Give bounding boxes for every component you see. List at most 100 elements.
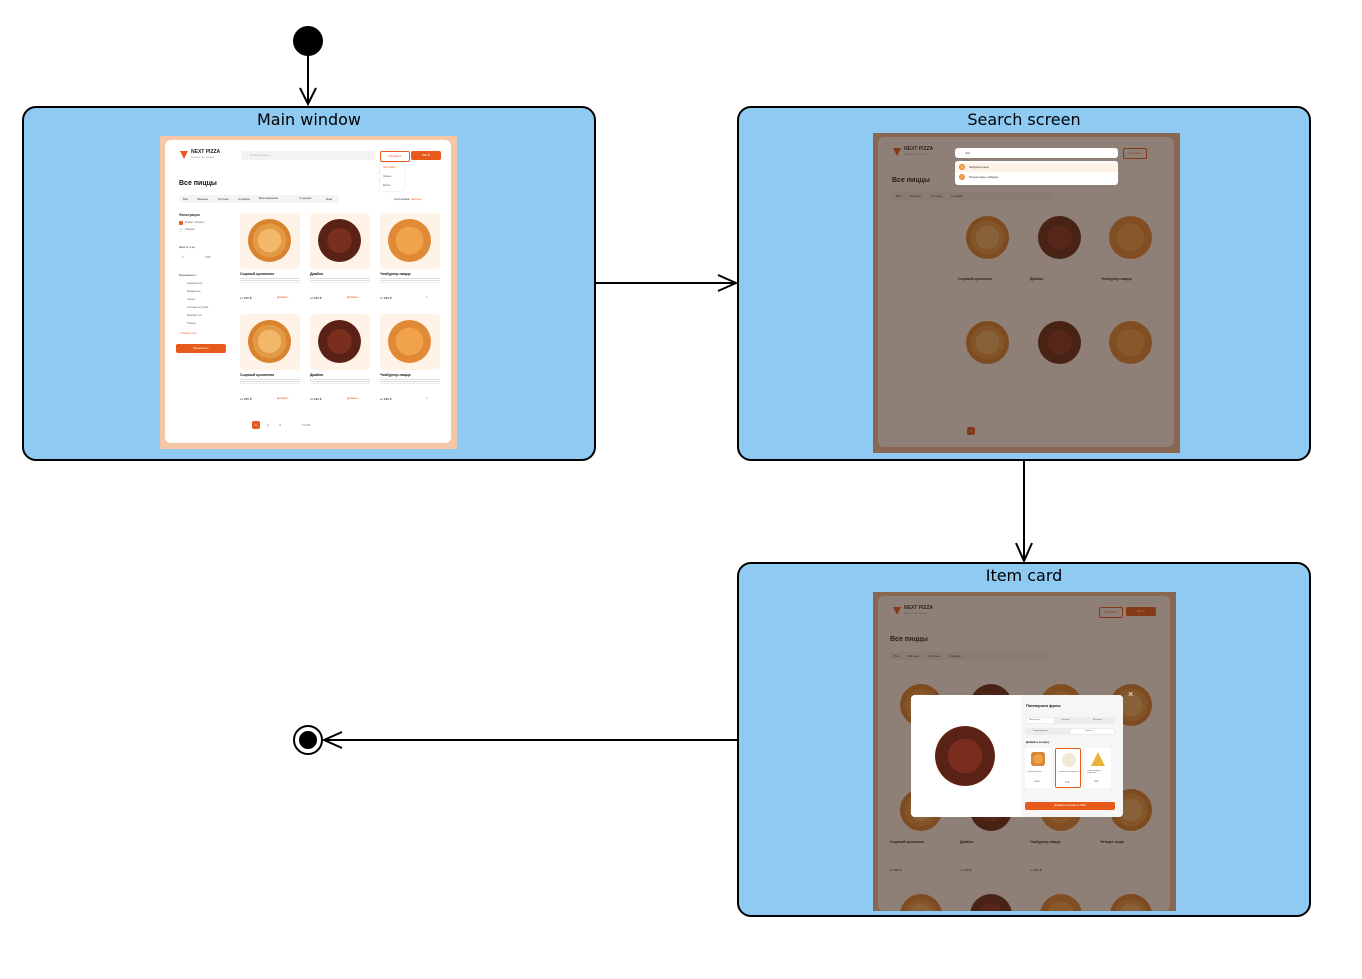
pizza-image bbox=[318, 320, 361, 363]
search-result-highlight bbox=[955, 163, 1118, 172]
ingredient-item[interactable]: Моцарелла bbox=[187, 290, 201, 293]
brand-name: NEXT PIZZA bbox=[191, 149, 221, 155]
ingredient-item[interactable]: Чеснок bbox=[187, 298, 196, 301]
ingredient-item[interactable]: Красный лук bbox=[187, 314, 202, 317]
add-button[interactable]: Добавить bbox=[347, 296, 359, 299]
pagination-page[interactable]: 3 bbox=[279, 423, 281, 427]
search-placeholder: Поиск пиццы... bbox=[250, 153, 271, 157]
addon-name: Сливочная моцарелла bbox=[1058, 771, 1080, 773]
state-title: Main window bbox=[257, 110, 361, 129]
show-all-link[interactable]: + Показать все bbox=[179, 332, 197, 335]
category-more[interactable]: Ещё bbox=[326, 197, 333, 201]
modal-pizza-image bbox=[935, 726, 995, 786]
filter-checkbox[interactable] bbox=[179, 221, 183, 225]
pizza-image bbox=[388, 219, 431, 262]
category-bar: Все Мясные Острые Сладкие Вегетарианские… bbox=[179, 195, 339, 203]
addon-price: 179 ₽ bbox=[1034, 781, 1040, 783]
search-query: Чиз bbox=[965, 151, 971, 155]
size-selected-bg bbox=[1026, 718, 1054, 723]
ingredient-item[interactable]: Томаты bbox=[187, 322, 196, 325]
cart-price: 520 ₽ bbox=[422, 153, 430, 157]
product-description bbox=[310, 278, 370, 284]
category-spicy[interactable]: Острые bbox=[218, 197, 229, 201]
product-price: от 399 ₽ bbox=[380, 296, 392, 300]
size-option[interactable]: Большая bbox=[1093, 718, 1103, 721]
result-thumbnail bbox=[959, 164, 965, 170]
state-main-window: Main window NEXT PIZZA вкуснее уже некуд… bbox=[22, 106, 596, 461]
product-price: от 449 ₽ bbox=[310, 397, 322, 401]
menu-item-orders[interactable]: Заказы bbox=[383, 175, 392, 178]
quantity-value[interactable]: 2 bbox=[426, 397, 428, 400]
addon-card[interactable]: Сыры чеддер и пармезан 79 ₽ bbox=[1085, 748, 1111, 788]
addon-name: Сыры чеддер и пармезан bbox=[1087, 770, 1102, 774]
product-description bbox=[240, 278, 300, 284]
close-icon[interactable]: × bbox=[1128, 689, 1134, 699]
ingredient-item[interactable]: Сырный соус bbox=[187, 282, 203, 285]
search-result[interactable]: Острые пиццы чизбургер bbox=[969, 176, 999, 179]
price-to[interactable]: 1000 bbox=[205, 256, 211, 259]
search-overlay[interactable] bbox=[873, 133, 1180, 453]
apply-button[interactable]: Применить bbox=[176, 344, 226, 353]
price-from[interactable]: 0 bbox=[182, 256, 184, 259]
search-input[interactable]: Чиз bbox=[955, 148, 1118, 158]
product-name: Сырный цыпленок bbox=[240, 272, 275, 276]
menu-item-logout[interactable]: Выйти bbox=[383, 184, 391, 187]
category-veg[interactable]: Вегетарианские bbox=[259, 197, 279, 200]
addons-title: Добавить по вкусу bbox=[1026, 741, 1050, 744]
pizza-image bbox=[248, 320, 291, 363]
category-meat[interactable]: Мясные bbox=[197, 197, 209, 201]
addon-image bbox=[1031, 752, 1045, 766]
product-name: Чизбургер-пицца bbox=[380, 272, 411, 276]
pagination-info: 5 из 65 bbox=[302, 424, 311, 427]
state-title: Search screen bbox=[967, 110, 1081, 129]
profile-dropdown: Настройки Заказы Выйти bbox=[380, 163, 404, 191]
search-result[interactable]: Чизбургер-пицца bbox=[969, 166, 989, 169]
sort-value: рейтингу bbox=[410, 197, 423, 201]
filter-title: Фильтрация bbox=[179, 213, 200, 217]
add-button[interactable]: Добавить bbox=[277, 296, 289, 299]
pagination-page[interactable]: 2 bbox=[267, 423, 269, 427]
addon-card[interactable]: Сырный бортик 179 ₽ bbox=[1025, 748, 1051, 788]
search-input[interactable]: Поиск пиццы... bbox=[241, 151, 375, 160]
addon-price: 79 ₽ bbox=[1065, 782, 1070, 784]
addon-name: Сырный бортик bbox=[1027, 771, 1042, 773]
size-option[interactable]: Средняя bbox=[1061, 718, 1070, 721]
category-chicken[interactable]: С курицей bbox=[299, 197, 312, 200]
pizza-image bbox=[318, 219, 361, 262]
product-name: Диабло bbox=[310, 373, 324, 377]
arrowhead-initial-to-main bbox=[299, 87, 317, 107]
dough-option[interactable]: Тонкое bbox=[1085, 729, 1093, 732]
add-button[interactable]: Добавить bbox=[277, 397, 289, 400]
addon-price: 79 ₽ bbox=[1094, 781, 1099, 783]
category-all[interactable]: Все bbox=[183, 197, 189, 201]
ingredient-item[interactable]: Солёные огурчики bbox=[187, 306, 209, 309]
pagination-page[interactable]: 1 bbox=[252, 421, 260, 429]
size-selector: Маленькая Средняя Большая bbox=[1025, 717, 1115, 724]
section-title: Все пиццы bbox=[179, 180, 217, 187]
sort-control[interactable]: Сортировка: рейтингу bbox=[394, 197, 422, 201]
quantity-value[interactable]: 1 bbox=[426, 296, 428, 299]
pizza-image bbox=[248, 219, 291, 262]
dough-option[interactable]: Традиционное bbox=[1033, 729, 1048, 732]
price-title: Цена от и до: bbox=[179, 246, 196, 249]
product-name: Диабло bbox=[310, 272, 324, 276]
profile-button[interactable]: Профиль bbox=[380, 151, 410, 162]
category-sweet[interactable]: Сладкие bbox=[238, 197, 250, 201]
add-to-cart-button[interactable]: Добавить в корзину за 799₽ bbox=[1025, 802, 1115, 810]
filter-label: Можно собирать bbox=[185, 221, 205, 224]
state-title: Item card bbox=[985, 566, 1063, 585]
cart-button[interactable]: 520 ₽ bbox=[411, 151, 441, 160]
addon-card-selected[interactable]: Сливочная моцарелла 79 ₽ bbox=[1055, 748, 1081, 788]
arrowhead-item-to-final bbox=[321, 731, 343, 749]
add-button[interactable]: Добавить bbox=[347, 397, 359, 400]
product-description bbox=[380, 379, 440, 385]
product-description bbox=[240, 379, 300, 385]
state-item-card: Item card NEXT PIZZA вкуснее уже некуда … bbox=[737, 562, 1311, 917]
size-option[interactable]: Маленькая bbox=[1029, 718, 1041, 721]
ingredients-title: Ингредиенты: bbox=[179, 274, 197, 277]
initial-node bbox=[293, 26, 323, 56]
menu-item-settings[interactable]: Настройки bbox=[383, 166, 396, 169]
state-search-screen: Search screen NEXT PIZZA вкуснее уже нек… bbox=[737, 106, 1311, 461]
filter-checkbox[interactable] bbox=[179, 228, 183, 232]
arrowhead-search-to-item bbox=[1015, 542, 1033, 564]
